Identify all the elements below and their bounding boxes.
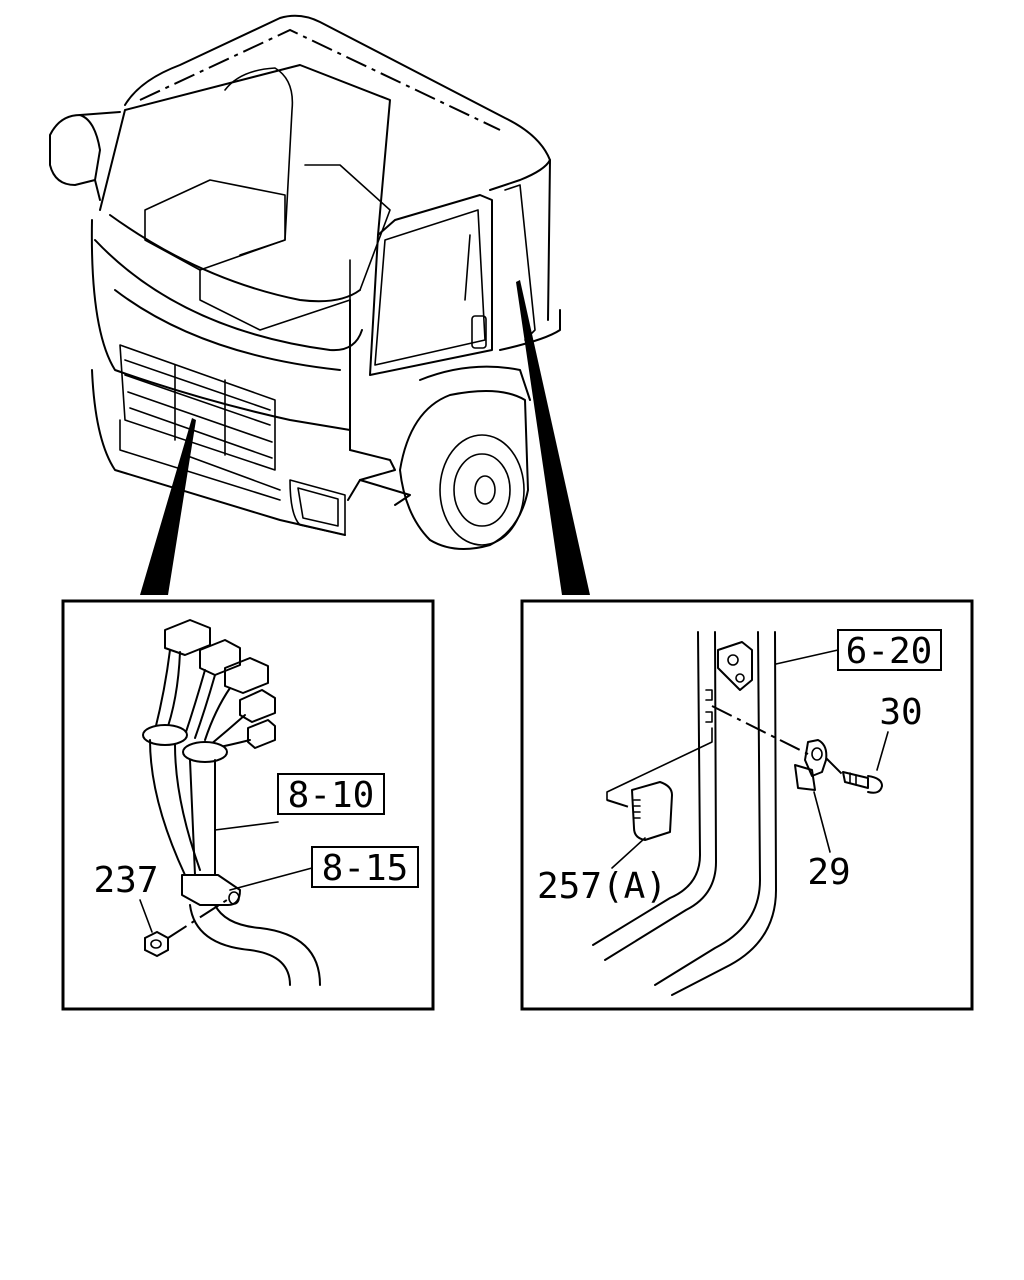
part-label-29: 29 bbox=[807, 852, 850, 893]
detail-box-door-frame bbox=[520, 599, 974, 1011]
ref-box-8-10 bbox=[277, 773, 385, 815]
part-label-30: 30 bbox=[879, 692, 922, 733]
wire-harness-illustration bbox=[139, 619, 321, 986]
door-frame-illustration bbox=[592, 631, 889, 996]
ref-label-8-10: 8-10 bbox=[288, 775, 375, 816]
truck-cab-illustration bbox=[49, 14, 590, 595]
ref-box-6-20 bbox=[837, 629, 942, 671]
part-label-237: 237 bbox=[93, 860, 158, 901]
detail-box-harness bbox=[61, 599, 435, 1011]
ref-box-8-15 bbox=[311, 846, 419, 888]
ref-label-6-20: 6-20 bbox=[846, 631, 933, 672]
ref-label-8-15: 8-15 bbox=[322, 848, 409, 889]
part-label-257a: 257(A) bbox=[537, 866, 667, 907]
